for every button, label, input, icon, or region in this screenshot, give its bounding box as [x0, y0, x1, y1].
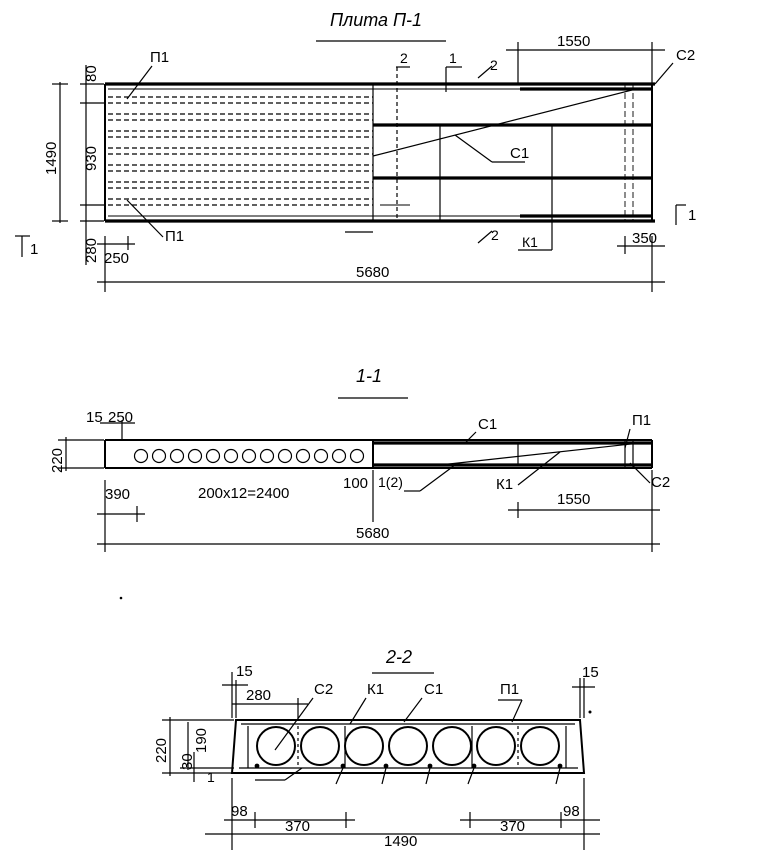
plan-sec2-mid: 2: [490, 57, 498, 73]
sec2-outline: [230, 719, 586, 774]
plan-title: Плита П-1: [330, 10, 422, 30]
plan-view: Плита П-1: [15, 10, 696, 292]
sec2-frames: [247, 710, 592, 769]
sec1-label-c2: С2: [651, 474, 670, 491]
plan-sec2-arrow2: [477, 230, 493, 244]
sec2-top-dims: [222, 672, 595, 718]
sec1-leader-rebar-b: [419, 464, 456, 492]
section-1-1: 1-1: [49, 366, 670, 552]
plan-sec1-right: 1: [688, 207, 696, 224]
plan-leader-c2: [654, 62, 674, 85]
sec1-leader-p1: [624, 428, 631, 449]
plan-label-p1-bottom: П1: [165, 228, 184, 245]
sec1-dim-holes: 200x12=2400: [198, 485, 289, 502]
sec2-leader-c1: [403, 697, 423, 723]
sec2-left-dims: [162, 717, 234, 782]
sec2-label-p1: П1: [500, 681, 519, 698]
sec2-dim-15-right: 15: [582, 664, 599, 681]
section-1-title: 1-1: [356, 366, 382, 386]
sec1-dim-250: 250: [108, 409, 133, 426]
sec1-label-k1: К1: [496, 476, 513, 493]
sec2-bottom-dims: [205, 778, 600, 850]
sec2-bottom-leaders: [255, 767, 561, 785]
plan-rebars: [372, 84, 652, 221]
sec2-dim-1490: 1490: [384, 833, 417, 850]
sec2-leader-k1: [349, 697, 367, 725]
sec2-dim-15-left: 15: [236, 663, 253, 680]
section-2-2: 2-2: [153, 647, 600, 850]
sec2-dim-370-right: 370: [500, 818, 525, 835]
plan-dim-930: 930: [83, 146, 100, 171]
plan-label-p1-top: П1: [150, 49, 169, 66]
sec2-dim-190: 190: [193, 728, 210, 753]
sec1-dim-390: 390: [105, 486, 130, 503]
sec2-dim-220: 220: [153, 738, 170, 763]
sec2-dim-98-left: 98: [231, 803, 248, 820]
stray-dot: [119, 596, 123, 600]
sec1-leader-c1: [464, 431, 477, 444]
plan-label-c1: С1: [510, 145, 529, 162]
plan-dim-250: 250: [104, 250, 129, 267]
plan-label-c2: С2: [676, 47, 695, 64]
sec1-rebars: [373, 440, 652, 468]
sec2-label-k1: К1: [367, 681, 384, 698]
plan-leader-p1-bottom: [126, 199, 164, 238]
plan-sec1-left: 1: [30, 241, 38, 258]
sec2-dim-30: 30: [179, 753, 196, 770]
plan-hollow-cores: [108, 96, 373, 206]
sec1-dim-15: 15: [86, 409, 103, 426]
sec2-leader-c2: [274, 697, 314, 751]
plan-leader-p1-top: [126, 65, 153, 100]
sec2-cores: [256, 726, 560, 766]
plan-dim-350: 350: [632, 230, 657, 247]
sec2-dim-98-right: 98: [563, 803, 580, 820]
sec2-label-c1: С1: [424, 681, 443, 698]
sec1-dim-5680: 5680: [356, 525, 389, 542]
plan-bottom-dims: [97, 42, 665, 292]
plan-label-k1: К1: [522, 234, 538, 250]
section-2-title: 2-2: [385, 647, 412, 667]
plan-left-dims: [52, 65, 104, 265]
plan-leader-c1b: [454, 134, 493, 163]
sec2-label-one: 1: [207, 769, 215, 785]
sec1-leader-k1: [517, 451, 561, 486]
plan-sec2-top: 2: [400, 50, 408, 66]
plan-dim-5680: 5680: [356, 264, 389, 281]
sec2-leader-p1b: [511, 699, 523, 723]
sec2-dim-280: 280: [246, 687, 271, 704]
sec1-label-rebar: 1(2): [378, 474, 403, 490]
sec1-holes: [133, 448, 365, 464]
plan-dim-280: 280: [83, 238, 100, 263]
sec1-dim-1550: 1550: [557, 491, 590, 508]
plan-dim-1490: 1490: [43, 142, 60, 175]
sec1-dim-220: 220: [49, 448, 66, 473]
plan-sec2-arrow: [477, 65, 493, 79]
plan-sec2-bottom: 2: [491, 227, 499, 243]
plan-dim-1550: 1550: [557, 33, 590, 50]
sec1-label-c1: С1: [478, 416, 497, 433]
sec1-leader-c2: [629, 462, 651, 484]
sec1-label-p1: П1: [632, 412, 651, 429]
sec1-dim-100: 100: [343, 475, 368, 492]
plan-sec1-top: 1: [449, 50, 457, 66]
sec2-dim-370-left: 370: [285, 818, 310, 835]
sec2-label-c2: С2: [314, 681, 333, 698]
plan-dim-80: 80: [83, 65, 100, 82]
sec1-dims: [58, 420, 660, 552]
